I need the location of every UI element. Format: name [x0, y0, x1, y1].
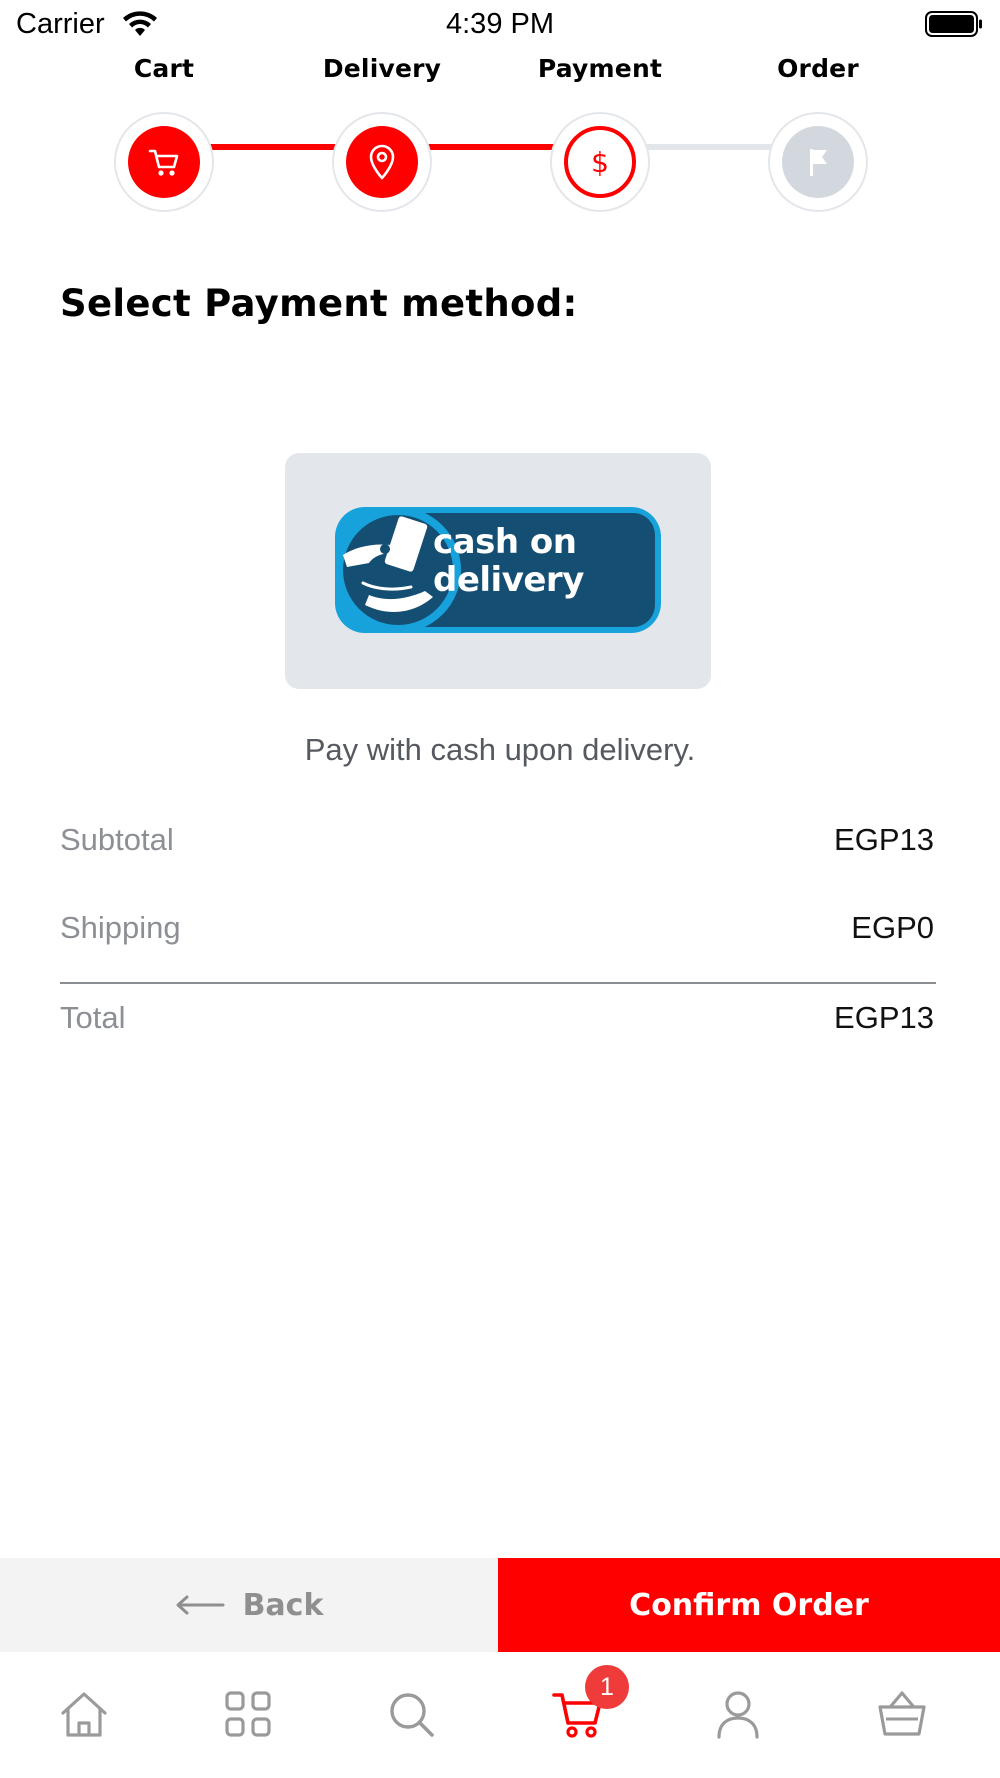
summary-row-total: Total EGP13: [60, 1000, 936, 1050]
tab-home[interactable]: [54, 1684, 114, 1744]
status-bar: Carrier 4:39 PM: [0, 0, 1000, 50]
step-payment[interactable]: $: [550, 112, 650, 212]
step-payment-indicator: $: [564, 126, 636, 198]
clock: 4:39 PM: [446, 8, 554, 40]
home-icon: [61, 1692, 107, 1737]
shipping-label: Shipping: [60, 910, 181, 945]
step-delivery[interactable]: [332, 112, 432, 212]
cart-count-badge: 1: [585, 1665, 629, 1709]
shipping-value: EGP0: [851, 910, 934, 945]
checkout-action-bar: Back Confirm Order: [0, 1558, 1000, 1652]
progress-track-remaining: [640, 144, 790, 150]
step-cart-indicator: [128, 126, 200, 198]
back-button[interactable]: Back: [0, 1558, 498, 1652]
page-title: Select Payment method:: [60, 282, 578, 325]
summary-divider: [60, 982, 936, 984]
arrow-left-icon: [176, 1595, 225, 1615]
cash-on-delivery-logo-text: cash on delivery: [433, 522, 584, 600]
cash-on-delivery-logo: [335, 507, 661, 633]
back-button-label: Back: [242, 1587, 324, 1623]
account-icon: [717, 1691, 759, 1739]
subtotal-label: Subtotal: [60, 822, 174, 857]
step-cart[interactable]: [114, 112, 214, 212]
summary-row-shipping: Shipping EGP0: [60, 910, 936, 960]
basket-icon: [878, 1691, 926, 1736]
bottom-tab-bar: [0, 1652, 1000, 1778]
total-value: EGP13: [834, 1000, 934, 1035]
summary-row-subtotal: Subtotal EGP13: [60, 822, 936, 872]
flag-icon: [810, 149, 827, 176]
location-pin-icon: [369, 144, 395, 180]
step-label-payment: Payment: [537, 54, 663, 83]
confirm-order-button-label: Confirm Order: [629, 1587, 869, 1623]
step-label-order: Order: [777, 54, 859, 83]
tab-basket[interactable]: [872, 1684, 932, 1744]
confirm-order-button[interactable]: Confirm Order: [498, 1558, 1000, 1652]
step-order-indicator: [782, 126, 854, 198]
checkout-stepper: Cart Delivery Payment Order $: [0, 52, 1000, 222]
carrier-label: Carrier: [16, 8, 105, 40]
total-label: Total: [60, 1000, 126, 1035]
cart-icon: [148, 149, 179, 176]
step-delivery-indicator: [346, 126, 418, 198]
payment-method-card-cod[interactable]: cash on delivery: [285, 453, 711, 689]
tab-search[interactable]: [381, 1684, 441, 1744]
payment-method-description: Pay with cash upon delivery.: [304, 732, 696, 767]
step-order[interactable]: [768, 112, 868, 212]
categories-icon: [225, 1691, 271, 1737]
tab-account[interactable]: [708, 1684, 768, 1744]
step-label-delivery: Delivery: [322, 54, 442, 83]
dollar-icon: $: [591, 146, 609, 179]
search-icon: [390, 1693, 434, 1737]
tab-categories[interactable]: [218, 1684, 278, 1744]
subtotal-value: EGP13: [834, 822, 934, 857]
step-label-cart: Cart: [133, 54, 195, 83]
wifi-icon: [123, 11, 157, 36]
battery-icon: [925, 11, 982, 37]
svg-text:$: $: [591, 146, 609, 179]
